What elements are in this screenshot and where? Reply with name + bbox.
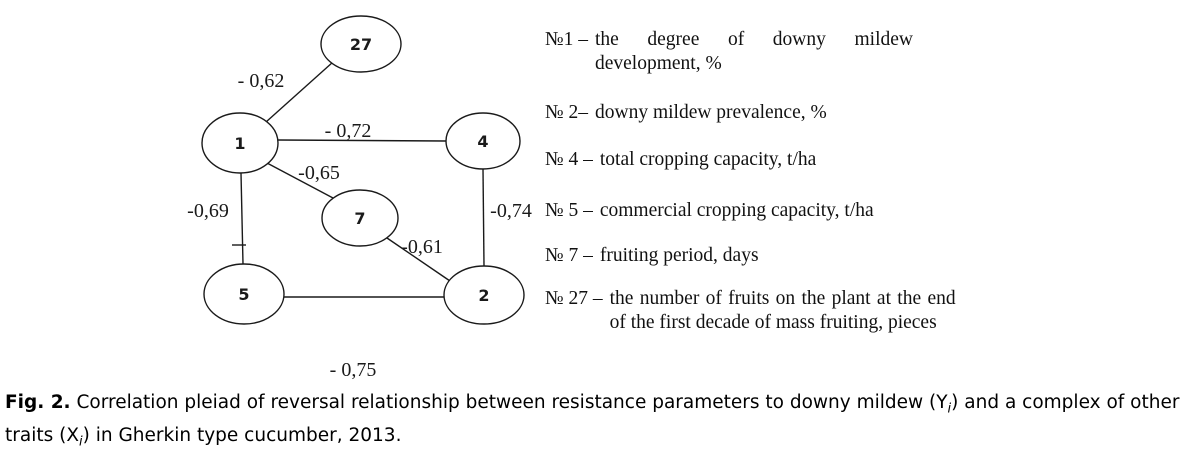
caption-text-3: ) in Gherkin type cucumber, 2013. <box>82 424 402 446</box>
edge-label-5-2: - 0,75 <box>330 359 377 381</box>
legend: №1 – the degree of downy mildew developm… <box>545 0 1085 360</box>
legend-number: №1 – <box>545 29 588 50</box>
node-2: 2 <box>443 265 525 325</box>
legend-text: fruiting period, days <box>599 245 759 266</box>
legend-text: total cropping capacity, t/ha <box>599 149 817 170</box>
node-1-label: 1 <box>234 134 245 153</box>
node-27-circle <box>320 15 402 73</box>
legend-item-1: №1 – the degree of downy mildew developm… <box>545 28 913 76</box>
legend-item-7: № 7 – fruiting period, days <box>545 244 759 268</box>
node-27: 27 <box>320 15 402 73</box>
edge-label-1-5: -0,69 <box>187 200 229 222</box>
correlation-pleiad-diagram: - 0,62 - 0,72 -0,65 -0,69 -0,74 -0,61 - … <box>0 0 560 390</box>
legend-item-5: № 5 – commercial cropping capacity, t/ha <box>545 199 874 223</box>
edge-1-7 <box>266 162 334 199</box>
legend-text: the degree of downy mildew development, … <box>594 29 913 74</box>
node-5-circle <box>203 263 285 325</box>
node-1-circle <box>201 112 279 174</box>
legend-text: downy mildew prevalence, % <box>594 102 827 123</box>
edge-1-5 <box>240 172 244 265</box>
caption-text-2: ) and a complex of other traits (X <box>5 392 1180 446</box>
legend-text: the number of fruits on the plant at the… <box>609 288 956 333</box>
node-7-label: 7 <box>354 209 365 228</box>
caption-text-1: Correlation pleiad of reversal relations… <box>70 392 948 413</box>
diagram-canvas: - 0,62 - 0,72 -0,65 -0,69 -0,74 -0,61 - … <box>187 15 532 381</box>
caption-subscript-1: i <box>947 401 952 417</box>
node-4-circle <box>445 112 521 170</box>
legend-number: № 27 – <box>545 288 603 309</box>
edge-label-1-4: - 0,72 <box>325 120 372 142</box>
legend-number: № 5 – <box>545 200 593 221</box>
node-2-label: 2 <box>478 286 489 305</box>
legend-number: № 4 – <box>545 149 593 170</box>
legend-item-27: № 27 – the number of fruits on the plant… <box>545 287 956 335</box>
node-2-circle <box>443 265 525 325</box>
node-5-label: 5 <box>238 285 249 304</box>
node-1: 1 <box>201 112 279 174</box>
edge-7-2 <box>386 237 451 282</box>
edge-1-27 <box>265 61 334 123</box>
legend-item-4: № 4 – total cropping capacity, t/ha <box>545 148 816 172</box>
legend-number: № 7 – <box>545 245 593 266</box>
node-7: 7 <box>321 189 399 247</box>
node-5: 5 <box>203 263 285 325</box>
figure-caption: Fig. 2. Correlation pleiad of reversal r… <box>5 390 1197 455</box>
edge-label-1-27: - 0,62 <box>238 70 285 92</box>
edge-4-2 <box>482 168 485 267</box>
legend-item-2: № 2– downy mildew prevalence, % <box>545 101 827 125</box>
caption-subscript-2: i <box>79 434 83 450</box>
node-7-circle <box>321 189 399 247</box>
edge-1-4 <box>277 139 447 142</box>
legend-text: commercial cropping capacity, t/ha <box>599 200 874 221</box>
node-4: 4 <box>445 112 521 170</box>
legend-number: № 2– <box>545 102 588 123</box>
node-4-label: 4 <box>477 132 488 151</box>
edge-label-1-7: -0,65 <box>298 162 340 184</box>
node-27-label: 27 <box>350 35 372 54</box>
edge-label-4-2: -0,74 <box>490 200 532 222</box>
edge-label-7-2: -0,61 <box>401 236 443 258</box>
caption-figure-label: Fig. 2. <box>5 392 71 413</box>
